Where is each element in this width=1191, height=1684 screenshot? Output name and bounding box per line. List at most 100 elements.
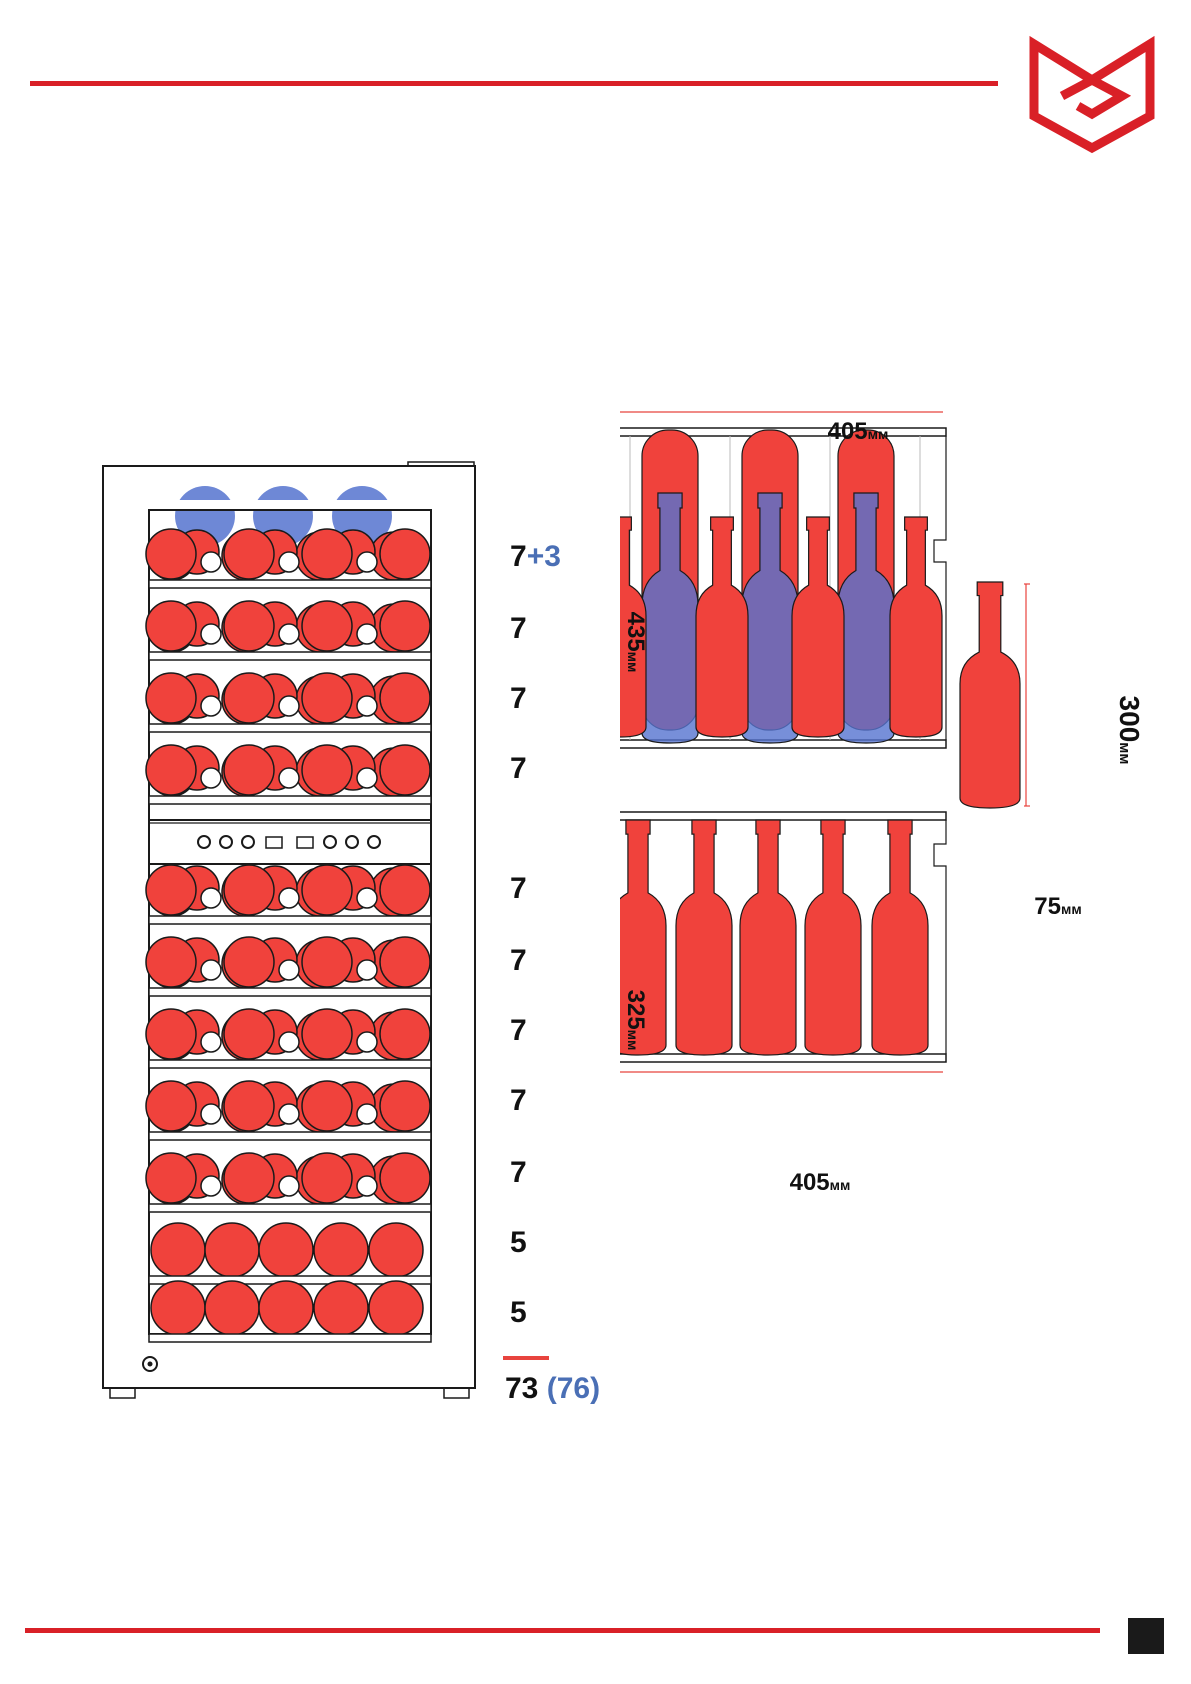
bottle-neck xyxy=(356,1175,378,1197)
foot-right xyxy=(443,1387,470,1399)
upper-bottle-row-1 xyxy=(145,528,431,581)
bottle-base xyxy=(379,1080,431,1132)
shelf-count-value: 7 xyxy=(510,944,527,977)
footer-rule xyxy=(25,1628,1100,1633)
bottle-neck xyxy=(278,695,300,717)
lower-bottle-row-1 xyxy=(145,864,431,917)
upper-shelf-4 xyxy=(148,795,432,805)
svg-text:325мм: 325мм xyxy=(622,990,649,1051)
shelf-count-value: 7 xyxy=(510,682,527,715)
bottle-neck xyxy=(278,887,300,909)
bottle-neck xyxy=(200,887,222,909)
shelf-count-11: 5 xyxy=(510,1296,630,1330)
bottom-shelf-back-rail xyxy=(620,811,947,821)
bottom-shelf-bottle xyxy=(675,819,733,1056)
bottle-neck xyxy=(278,1175,300,1197)
lock-icon-keyhole xyxy=(147,1361,153,1367)
bottle-base xyxy=(368,1222,424,1278)
bottle-neck xyxy=(356,695,378,717)
bottom-depth-unit: мм xyxy=(625,1030,641,1051)
bottom-shelf-bottle xyxy=(620,819,667,1056)
top-width-value: 405 xyxy=(828,418,868,445)
bottom-shelf-bottle xyxy=(739,819,797,1056)
top-shelf-bottle-blue xyxy=(837,492,895,744)
bottle-base xyxy=(145,528,197,580)
total-capacity: 73 (76) xyxy=(505,1372,600,1406)
shelf-count-7: 7 xyxy=(510,1014,630,1048)
bottle-base xyxy=(301,1080,353,1132)
shelf-count-value: 5 xyxy=(510,1226,527,1259)
bottle-base xyxy=(145,672,197,724)
upper-shelf-1 xyxy=(148,579,432,589)
control-panel xyxy=(148,819,432,865)
svg-text:75мм: 75мм xyxy=(1034,893,1081,920)
upper-bottle-row-4 xyxy=(145,744,431,797)
shelf-count-4: 7 xyxy=(510,752,630,786)
bottle-base xyxy=(223,744,275,796)
shelf-count-3: 7 xyxy=(510,682,630,716)
bottle-base xyxy=(223,936,275,988)
bottle-base xyxy=(223,1080,275,1132)
bottle-base xyxy=(301,1008,353,1060)
top-shelf-bottle-front xyxy=(889,516,943,738)
upper-shelf-3 xyxy=(148,723,432,733)
shelf-count-value: 7 xyxy=(510,540,527,573)
bottle-base xyxy=(368,1280,424,1336)
bottle-base xyxy=(379,672,431,724)
bottle-diameter-unit: мм xyxy=(1061,901,1082,917)
bottom-shelf-bottle xyxy=(804,819,862,1056)
top-shelf-bottle-front xyxy=(620,516,647,738)
control-button-icon xyxy=(197,835,211,849)
lower-shelf-4 xyxy=(148,1131,432,1141)
bottle-neck xyxy=(356,1103,378,1125)
total-underline xyxy=(503,1356,549,1360)
bottle-base xyxy=(145,1152,197,1204)
bottle-base xyxy=(379,600,431,652)
bottle-base xyxy=(145,744,197,796)
bottle-base xyxy=(145,1008,197,1060)
bottle-base xyxy=(223,528,275,580)
bottle-base xyxy=(379,744,431,796)
lower-bottle-row-2 xyxy=(145,936,431,989)
upper-bottle-row-3 xyxy=(145,672,431,725)
shelf-detail-diagrams: 405мм 435мм 300мм 75мм 325мм 405мм xyxy=(620,411,1145,1196)
shelf-count-value: 7 xyxy=(510,1084,527,1117)
lower-bottle-row-5 xyxy=(145,1152,431,1205)
display-right xyxy=(296,836,314,849)
bottle-neck xyxy=(200,623,222,645)
shelf-count-10: 5 xyxy=(510,1226,630,1260)
control-button-icon xyxy=(345,835,359,849)
top-shelf-frame xyxy=(933,436,947,740)
bottle-diameter-value: 75 xyxy=(1034,893,1061,920)
bottle-base xyxy=(150,1280,206,1336)
bottle-base xyxy=(379,864,431,916)
header-rule xyxy=(30,81,998,86)
bottle-base xyxy=(301,744,353,796)
lower-bottle-row-7 xyxy=(150,1280,424,1336)
bottle-base xyxy=(313,1222,369,1278)
control-button-icon xyxy=(323,835,337,849)
svg-text:300мм: 300мм xyxy=(1114,696,1145,765)
control-button-icon xyxy=(367,835,381,849)
bottle-height-unit: мм xyxy=(1116,742,1133,764)
upper-shelf-2 xyxy=(148,651,432,661)
bottle-neck xyxy=(356,887,378,909)
total-count: 73 xyxy=(505,1372,539,1405)
bottom-shelf-bottle xyxy=(871,819,929,1056)
bottle-neck xyxy=(356,1031,378,1053)
control-button-icon xyxy=(241,835,255,849)
bottle-neck xyxy=(200,1031,222,1053)
bottle-neck xyxy=(356,767,378,789)
bottle-base xyxy=(223,1152,275,1204)
page-marker-square xyxy=(1128,1618,1164,1654)
bottle-base xyxy=(145,600,197,652)
bottle-base xyxy=(258,1280,314,1336)
bottle-base xyxy=(301,672,353,724)
bottle-neck xyxy=(200,767,222,789)
shelf-count-extra: +3 xyxy=(526,540,561,573)
shelf-count-8: 7 xyxy=(510,1084,630,1118)
foot-left xyxy=(109,1387,136,1399)
bottle-neck xyxy=(200,1175,222,1197)
reference-bottle xyxy=(959,581,1021,809)
svg-text:405мм: 405мм xyxy=(790,1169,851,1196)
